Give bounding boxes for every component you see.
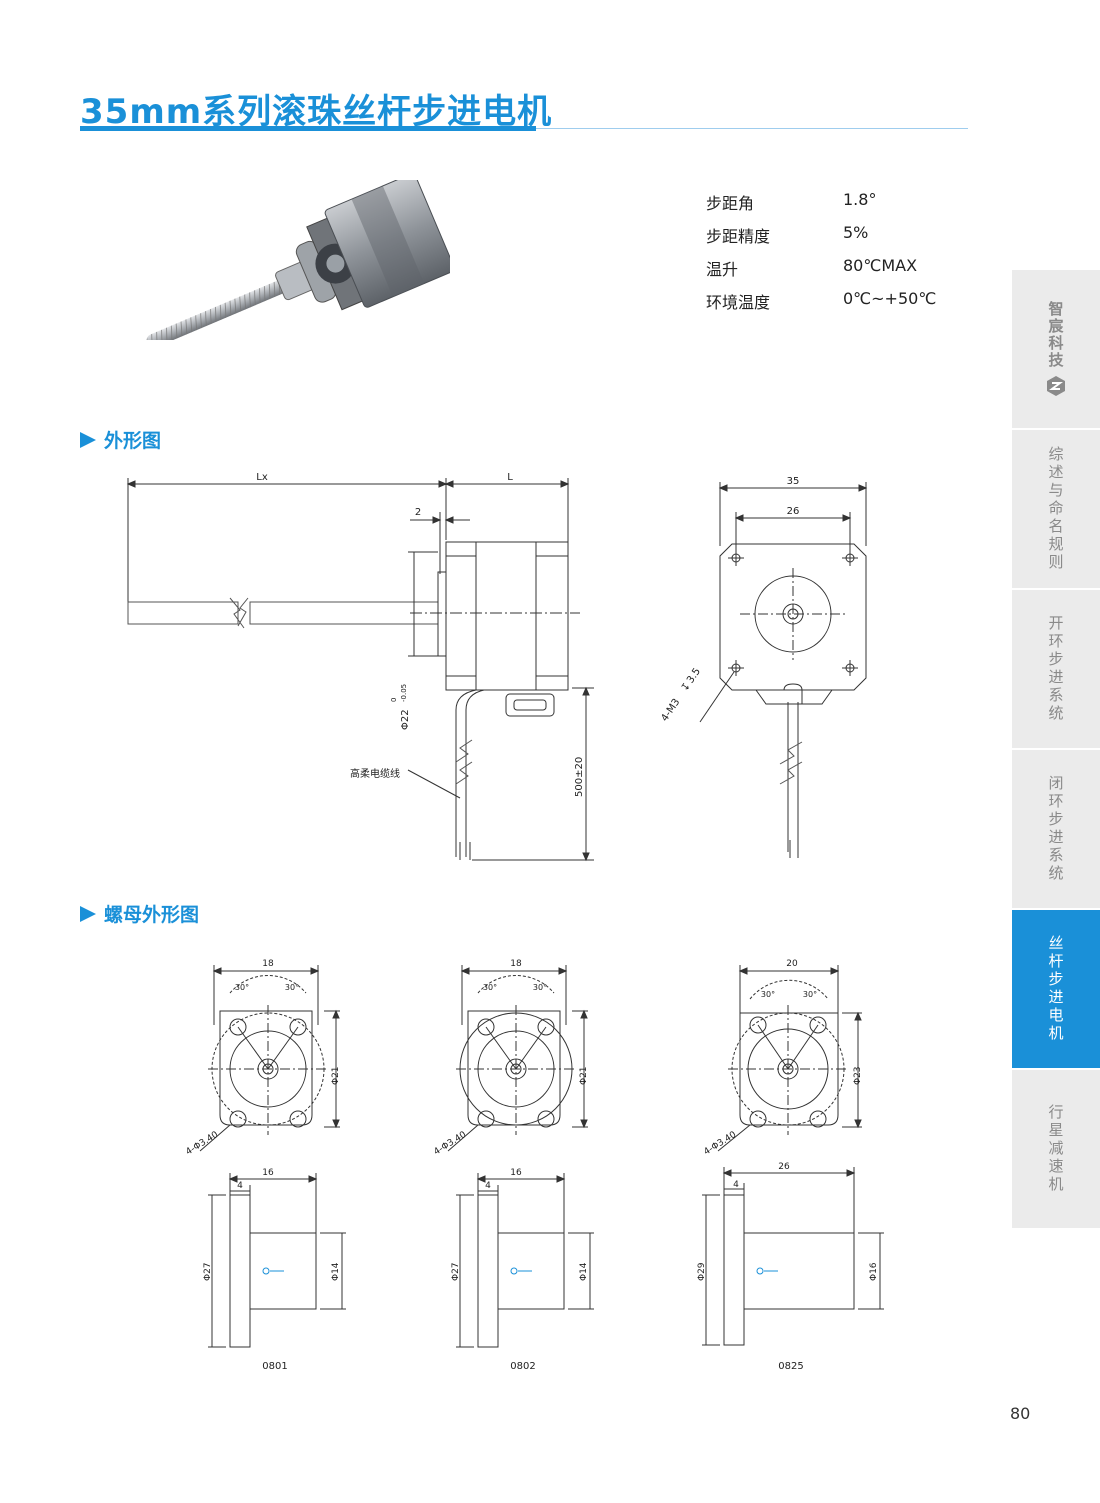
side-nav-item-overview[interactable]: 综述与命名规则	[1012, 430, 1100, 588]
nut-model: 0801	[262, 1361, 287, 1372]
dim-hole-depth: 3.5	[685, 666, 703, 685]
brand-logo-icon	[1047, 376, 1065, 396]
dim-pilot-tol-lower: -0.05	[400, 684, 408, 702]
motor-front-view-drawing: 35 26 4-M3 ↧ 3.5	[659, 476, 868, 858]
spec-label: 步距角	[706, 194, 755, 213]
spec-value: 80℃MAX	[843, 256, 918, 275]
section-heading-nut-outline: 螺母外形图	[80, 900, 199, 927]
nut-pcd: Φ23	[853, 1066, 863, 1085]
nut-length: 16	[510, 1168, 522, 1178]
dim-body-width: 35	[787, 476, 800, 487]
product-photo	[146, 180, 450, 340]
dim-l: L	[507, 472, 513, 483]
dim-pilot-tol-upper: 0	[390, 698, 398, 702]
nut-drawing-0802: 18 30° 30° Φ21 4-Φ3.40 16 4 Φ27 Φ14 0802	[432, 959, 594, 1372]
triangle-icon	[80, 432, 96, 448]
triangle-icon	[80, 906, 96, 922]
nut-pcd: Φ21	[579, 1066, 589, 1085]
nut-width: 18	[262, 959, 274, 969]
nut-flange-thick: 4	[485, 1181, 491, 1191]
nut-flange-dia: Φ27	[451, 1262, 461, 1281]
nut-angle-left: 30°	[483, 983, 497, 992]
dim-cable-length: 500±20	[574, 757, 585, 797]
side-nav-item-open-loop[interactable]: 开环步进系统	[1012, 590, 1100, 748]
nut-angle-right: 30°	[533, 983, 547, 992]
nut-drawing-0825: 20 30° 30° Φ23 4-Φ3.40 26 4 Φ29 Φ16 0825	[697, 959, 884, 1372]
nut-flange-dia: Φ27	[203, 1262, 213, 1281]
dim-lx: Lx	[256, 472, 268, 483]
spec-value: 1.8°	[843, 190, 877, 209]
nut-drawing-0801: 18 30° 30° Φ21 4-Φ3.40 16 4 Φ27 Φ14 0801	[184, 959, 346, 1372]
dim-pilot-dia: Φ22	[400, 709, 411, 730]
nut-model: 0802	[510, 1361, 535, 1372]
nut-flange-thick: 4	[237, 1181, 243, 1191]
nut-angle-left: 30°	[235, 983, 249, 992]
nut-length: 26	[778, 1162, 790, 1172]
side-nav-brand: 智宸科技	[1012, 270, 1100, 428]
nut-holes: 4-Φ3.40	[184, 1130, 220, 1158]
brand-name: 智宸科技	[1046, 301, 1065, 369]
dim-hole-spacing: 26	[787, 506, 800, 517]
spec-label: 环境温度	[706, 293, 771, 312]
nut-width: 20	[786, 959, 798, 969]
dim-mount-holes: 4-M3	[659, 697, 682, 724]
nut-body-dia: Φ16	[869, 1262, 879, 1281]
nut-holes: 4-Φ3.40	[702, 1130, 738, 1158]
nut-angle-right: 30°	[285, 983, 299, 992]
title-underline-bold	[80, 126, 536, 131]
nut-body-dia: Φ14	[579, 1262, 589, 1281]
side-nav-item-closed-loop[interactable]: 闭环步进系统	[1012, 750, 1100, 908]
side-nav-label: 综述与命名规则	[1046, 446, 1065, 572]
nut-flange-thick: 4	[733, 1180, 739, 1190]
side-nav-label: 行星减速机	[1046, 1104, 1065, 1194]
side-nav-item-lead-screw[interactable]: 丝杆步进电机	[1012, 910, 1100, 1068]
section-title: 螺母外形图	[104, 904, 200, 926]
page-title: 35mm系列滚珠丝杆步进电机	[80, 92, 553, 132]
spec-label: 步距精度	[706, 227, 771, 246]
nut-pcd: Φ21	[331, 1066, 341, 1085]
side-nav-label: 丝杆步进电机	[1046, 935, 1065, 1043]
nut-angle-right: 30°	[803, 990, 817, 999]
nut-body-dia: Φ14	[331, 1262, 341, 1281]
spec-value: 0℃~+50℃	[843, 289, 937, 308]
nut-model: 0825	[778, 1361, 803, 1372]
section-title: 外形图	[104, 430, 162, 452]
section-heading-outline: 外形图	[80, 426, 161, 453]
nut-holes: 4-Φ3.40	[432, 1130, 468, 1158]
side-nav-label: 开环步进系统	[1046, 615, 1065, 723]
motor-side-view-drawing: Lx L 2 Φ22 0 -0.05 高柔电缆线 500±20	[126, 472, 594, 862]
page-number: 80	[1010, 1404, 1031, 1423]
side-nav-item-planetary-gearbox[interactable]: 行星减速机	[1012, 1070, 1100, 1228]
nut-angle-left: 30°	[761, 990, 775, 999]
spec-label: 温升	[706, 260, 739, 279]
nut-flange-dia: Φ29	[697, 1262, 707, 1281]
side-nav-label: 闭环步进系统	[1046, 775, 1065, 883]
spec-value: 5%	[843, 223, 869, 242]
cable-label: 高柔电缆线	[350, 767, 400, 780]
nut-length: 16	[262, 1168, 274, 1178]
dim-flange-gap: 2	[415, 507, 421, 518]
side-nav: 智宸科技 综述与命名规则 开环步进系统 闭环步进系统 丝杆步进电机 行星减速机	[1012, 270, 1100, 1230]
nut-width: 18	[510, 959, 522, 969]
